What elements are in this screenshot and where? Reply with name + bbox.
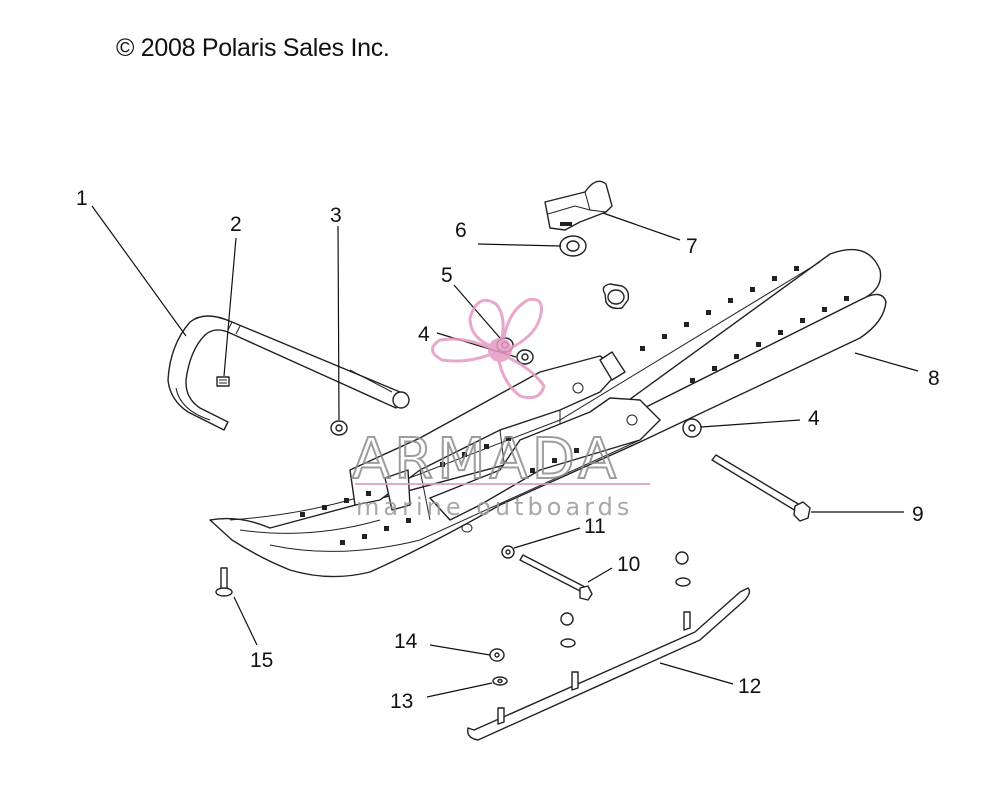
callout-12: 12 <box>738 675 761 698</box>
part-3-nut <box>330 420 348 436</box>
part-12-runner <box>467 587 751 741</box>
callout-4-lower: 4 <box>808 407 820 430</box>
watermark-tagline: marine outboards <box>356 493 633 521</box>
callout-5: 5 <box>441 264 453 287</box>
copyright-notice: © 2008 Polaris Sales Inc. <box>116 34 390 62</box>
part-10-bolt <box>519 554 593 601</box>
part-9-bolt <box>711 454 811 522</box>
part-11-washer <box>501 545 515 559</box>
callout-14: 14 <box>394 630 418 653</box>
callout-1: 1 <box>76 187 88 210</box>
callout-8: 8 <box>928 367 940 390</box>
callout-13: 13 <box>390 690 413 713</box>
ski-cleats <box>300 266 849 545</box>
watermark-brand: ARMADA <box>352 427 620 492</box>
part-7-ski-cap <box>544 180 613 231</box>
leader-lines <box>91 205 919 698</box>
callout-4-upper: 4 <box>418 323 430 346</box>
part-8-ski-body <box>209 248 887 578</box>
propeller-logo-icon <box>431 297 546 400</box>
part-6-bushing <box>559 235 630 310</box>
part-14-nut <box>489 648 505 662</box>
callout-7: 7 <box>686 235 698 258</box>
part-2-clip <box>216 376 230 387</box>
part-4-washer-upper <box>516 349 534 365</box>
callout-6: 6 <box>455 219 467 242</box>
callout-15: 15 <box>250 649 273 672</box>
callout-10: 10 <box>617 553 640 576</box>
callout-numbers: 1 2 3 6 7 5 4 8 4 9 11 10 14 15 12 13 <box>76 187 940 713</box>
part-1-ski-loop <box>167 315 410 431</box>
callout-9: 9 <box>912 503 924 526</box>
part-13-washer <box>492 676 508 686</box>
watermark: ARMADA marine outboards <box>351 297 650 521</box>
callout-11: 11 <box>584 515 606 538</box>
part-4-washer-lower <box>682 418 702 438</box>
callout-2: 2 <box>230 213 242 236</box>
runner-hardware <box>560 551 691 648</box>
callout-3: 3 <box>330 204 342 227</box>
part-15-pin <box>215 567 233 597</box>
